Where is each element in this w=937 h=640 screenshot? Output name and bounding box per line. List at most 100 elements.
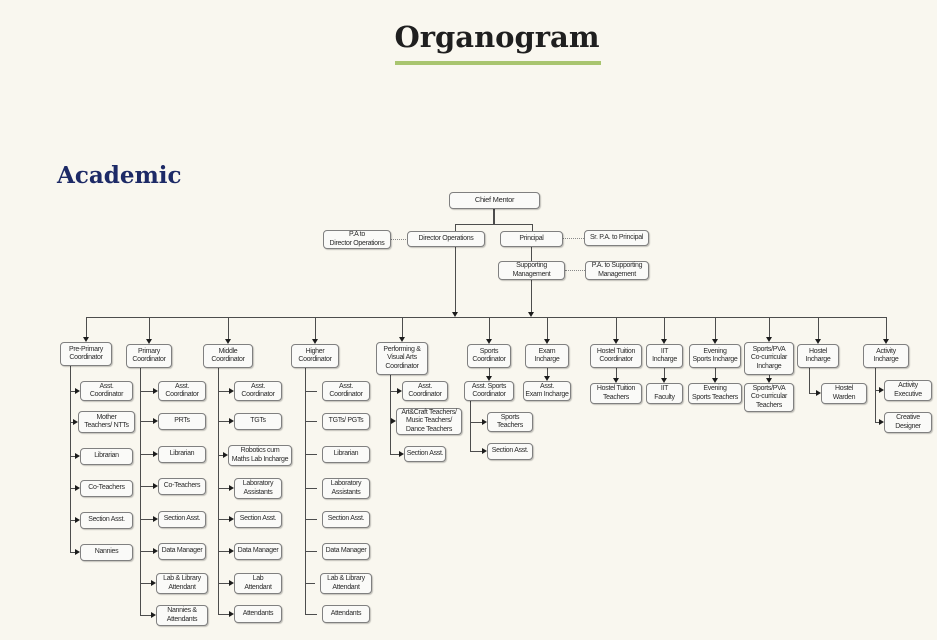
connector-line — [70, 366, 71, 552]
org-node-supporting-management: Supporting Management — [498, 261, 565, 280]
org-node-pva-asst-coordinator: Asst. Coordinator — [402, 381, 448, 401]
connector-arrow-down — [486, 376, 492, 381]
connector-arrow-right — [151, 612, 156, 618]
connector-line — [531, 280, 532, 313]
connector-dotted-line — [565, 270, 585, 271]
connector-line — [140, 551, 153, 552]
connector-line — [390, 454, 399, 455]
connector-arrow-down — [661, 378, 667, 383]
connector-line — [769, 318, 770, 337]
connector-line — [470, 422, 482, 423]
org-node-pp-mother-teachers-ntts: Mother Teachers/ NTTs — [78, 411, 135, 433]
connector-line — [218, 551, 229, 552]
connector-line — [455, 247, 456, 313]
connector-arrow-right — [153, 548, 158, 554]
connector-line — [86, 317, 887, 318]
connector-line — [875, 368, 876, 422]
connector-arrow-right — [75, 485, 80, 491]
connector-line — [455, 224, 533, 225]
connector-arrow-down — [225, 339, 231, 344]
org-node-principal: Principal — [500, 231, 563, 247]
connector-arrow-down — [712, 378, 718, 383]
org-node-hi-section-asst: Section Asst. — [322, 511, 370, 528]
org-node-ev-evening-sports-teachers: Evening Sports Teachers — [688, 383, 742, 404]
connector-arrow-down — [146, 339, 152, 344]
connector-arrow-down — [399, 337, 405, 342]
connector-line — [86, 318, 87, 337]
connector-arrow-right — [229, 388, 234, 394]
connector-arrow-right — [397, 388, 402, 394]
connector-arrow-right — [229, 485, 234, 491]
org-node-activity-incharge: Activity Incharge — [863, 344, 909, 368]
connector-arrow-down — [452, 312, 458, 317]
connector-line — [305, 454, 317, 455]
connector-line — [228, 318, 229, 339]
connector-arrow-right — [153, 451, 158, 457]
connector-line — [809, 368, 810, 393]
org-node-pre-primary-coordinator: Pre-Primary Coordinator — [60, 342, 112, 366]
connector-line — [664, 318, 665, 339]
connector-arrow-right — [229, 580, 234, 586]
org-node-performing-visual-arts-coordinator: Performing & Visual Arts Coordinator — [376, 342, 428, 375]
connector-line — [875, 422, 879, 423]
connector-arrow-right — [75, 549, 80, 555]
connector-line — [140, 421, 153, 422]
org-node-sp-section-asst: Section Asst. — [487, 443, 533, 460]
org-node-sp-asst-sports-coordinator: Asst. Sports Coordinator — [464, 381, 514, 401]
connector-line — [70, 488, 75, 489]
org-node-pr-lab-library-attendant: Lab & Library Attendant — [156, 573, 208, 594]
org-node-ac-creative-designer: Creative Designer — [884, 412, 932, 433]
org-node-pr-section-asst: Section Asst. — [158, 511, 206, 528]
connector-line — [140, 454, 153, 455]
connector-arrow-down — [613, 339, 619, 344]
connector-arrow-down — [83, 337, 89, 342]
connector-line — [305, 488, 317, 489]
connector-line — [455, 225, 456, 232]
org-node-pp-librarian: Librarian — [80, 448, 133, 465]
org-node-iit-faculty: IIT Faculty — [646, 383, 683, 404]
connector-line — [390, 391, 397, 392]
org-node-mi-section-asst: Section Asst. — [234, 511, 282, 528]
connector-line — [305, 551, 317, 552]
org-node-sp-sports-teachers: Sports Teachers — [487, 412, 533, 432]
connector-line — [489, 318, 490, 339]
org-node-mi-robotics-cum-maths-lab-incharge: Robotics cum Maths Lab Incharge — [228, 445, 292, 466]
connector-arrow-down — [312, 339, 318, 344]
connector-line — [532, 225, 533, 232]
connector-arrow-right — [229, 418, 234, 424]
org-node-pva-section-asst: Section Asst. — [404, 446, 446, 462]
org-node-mi-asst-coordinator: Asst. Coordinator — [234, 381, 282, 401]
connector-line — [875, 390, 879, 391]
connector-arrow-right — [816, 390, 821, 396]
org-node-pr-librarian: Librarian — [158, 446, 206, 463]
connector-line — [140, 519, 153, 520]
org-node-ht-hostel-tuition-teachers: Hostel Tuition Teachers — [590, 383, 642, 404]
connector-line — [547, 318, 548, 339]
connector-line — [70, 552, 75, 553]
connector-arrow-down — [661, 339, 667, 344]
connector-line — [140, 368, 141, 615]
org-node-pr-co-teachers: Co-Teachers — [158, 478, 206, 495]
connector-line — [218, 421, 229, 422]
connector-line — [305, 583, 315, 584]
connector-line — [218, 519, 229, 520]
org-node-pr-asst-coordinator: Asst. Coordinator — [158, 381, 206, 401]
connector-arrow-right — [229, 611, 234, 617]
org-node-director-operations: Director Operations — [407, 231, 485, 247]
connector-line — [218, 368, 219, 614]
connector-line — [531, 247, 532, 261]
org-node-pp-asst-coordinator: Asst. Coordinator — [80, 381, 133, 401]
connector-line — [149, 318, 150, 339]
org-node-hi-asst-coordinator: Asst. Coordinator — [322, 381, 370, 401]
connector-arrow-down — [544, 376, 550, 381]
connector-arrow-right — [75, 388, 80, 394]
connector-line — [616, 318, 617, 339]
connector-arrow-down — [766, 378, 772, 383]
org-node-pa-to-supporting-management: P.A. to Supporting Management — [585, 261, 649, 280]
connector-line — [664, 368, 665, 378]
connector-arrow-down — [766, 337, 772, 342]
org-node-sports-pva-co-curricular-incharge: Sports/PVA Co-curricular Incharge — [744, 342, 794, 375]
org-node-hi-lab-library-attendant: Lab & Library Attendant — [320, 573, 372, 594]
org-node-pp-section-asst: Section Asst. — [80, 512, 133, 529]
